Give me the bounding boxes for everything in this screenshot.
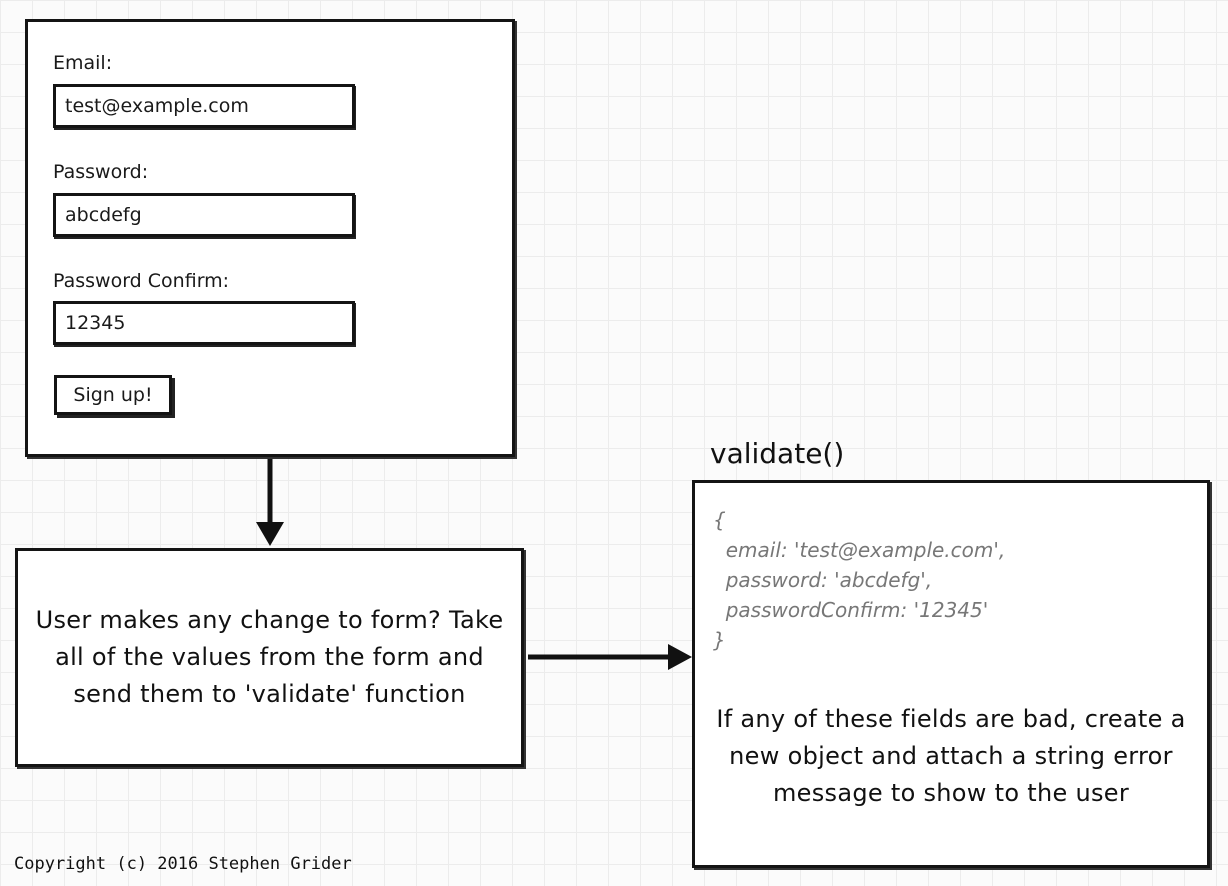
code-line: password: 'abcdefg', [713, 568, 933, 592]
password-label: Password: [53, 161, 149, 183]
code-line: } [713, 628, 726, 652]
code-line: { [713, 508, 726, 532]
validate-function-title: validate() [710, 437, 845, 470]
signup-button[interactable]: Sign up! [54, 375, 172, 415]
password-confirm-label: Password Confirm: [53, 270, 230, 292]
code-line: passwordConfirm: '12345' [713, 598, 989, 622]
form-change-step-text: User makes any change to form? Take all … [35, 606, 504, 708]
email-field[interactable]: test@example.com [53, 84, 355, 128]
arrow-change-to-validate [528, 644, 692, 670]
arrow-form-to-change [256, 458, 284, 546]
validate-function-box: { email: 'test@example.com', password: '… [692, 480, 1210, 868]
validate-description: If any of these fields are bad, create a… [716, 705, 1186, 807]
email-label: Email: [53, 52, 113, 74]
code-line: email: 'test@example.com', [713, 538, 1006, 562]
password-confirm-field[interactable]: 12345 [53, 301, 355, 345]
values-object-code: { email: 'test@example.com', password: '… [713, 505, 1005, 655]
copyright-notice: Copyright (c) 2016 Stephen Grider [14, 854, 352, 874]
form-change-step-box: User makes any change to form? Take all … [15, 548, 524, 767]
password-field[interactable]: abcdefg [53, 193, 355, 237]
signup-form-mockup: Email: test@example.com Password: abcdef… [25, 19, 515, 457]
